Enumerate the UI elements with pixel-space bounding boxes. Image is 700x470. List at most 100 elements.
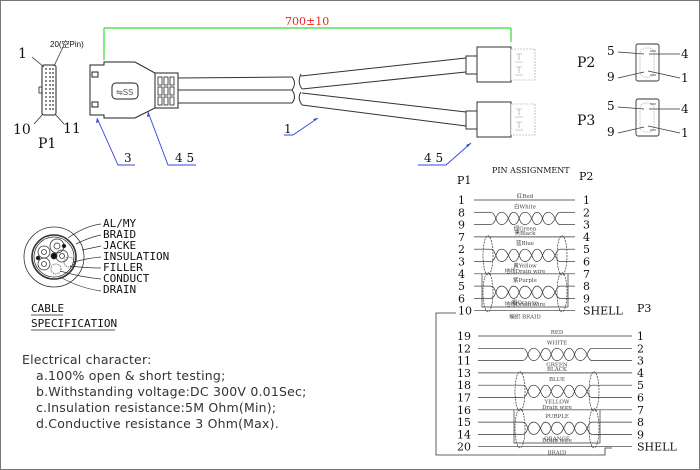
cable-layer-labels: AL/MY BRAID JACKE INSULATION FILLER COND… bbox=[103, 217, 169, 296]
grpA-twist-path bbox=[489, 248, 561, 262]
grpA-right-pin: 4 bbox=[583, 231, 590, 244]
grpB-right-pin: 7 bbox=[637, 404, 644, 417]
grpB-shield-ellipse bbox=[514, 371, 526, 412]
grpB-left-pin: 12 bbox=[457, 342, 471, 355]
layer-filler: FILLER bbox=[103, 261, 143, 274]
p3-plug bbox=[465, 101, 536, 138]
grpB-left-pin: 15 bbox=[457, 416, 471, 429]
layer-braid: BRAID bbox=[103, 228, 136, 241]
grpB-shield-ellipse bbox=[588, 371, 600, 412]
grpA-left-pin: 7 bbox=[458, 231, 465, 244]
cable-spec-title: CABLE SPECIFICATION bbox=[31, 302, 117, 331]
grpA-right-pin: 8 bbox=[583, 280, 590, 293]
electrical-item-c: c.Insulation resistance:5M Ohm(Min); bbox=[36, 400, 277, 415]
p2-pin-5: 5 bbox=[607, 44, 615, 58]
callout-4-5-right: 4 5 bbox=[424, 151, 443, 165]
cable-spec-title-line1: CABLE bbox=[31, 302, 64, 315]
grpB-left-pin: 17 bbox=[457, 392, 471, 405]
svg-text:⇋SS: ⇋SS bbox=[116, 88, 133, 97]
grpB-right-pin: 4 bbox=[637, 367, 644, 380]
grpA-right-pin: 3 bbox=[583, 219, 590, 232]
grpA-left-pin: 9 bbox=[458, 219, 465, 232]
p2-pin-4: 4 bbox=[681, 47, 689, 61]
callout-1: 1 bbox=[284, 122, 292, 136]
grpA-wire-label: 黑Black bbox=[515, 230, 537, 237]
cable-trunk bbox=[177, 73, 303, 106]
grpB-wire-label: Drain wire bbox=[542, 438, 572, 444]
cable-cross-section bbox=[23, 223, 102, 292]
grpA-shield-ellipse bbox=[556, 272, 568, 313]
grpA-wire-label: 地线Drain wire bbox=[505, 267, 546, 275]
grpB-twist-path bbox=[521, 421, 593, 435]
p1-pin-1-label: 1 bbox=[18, 46, 27, 62]
grpB-shield-ellipse bbox=[514, 408, 526, 449]
p2-label: P2 bbox=[577, 55, 595, 71]
grpA-left-pin: 1 bbox=[458, 194, 465, 207]
grpB-wire-label: Drain wire bbox=[542, 405, 572, 411]
grpB-left-pin: 19 bbox=[457, 330, 471, 343]
length-label: 700±10 bbox=[285, 15, 329, 28]
grpA-twist-path bbox=[489, 211, 561, 225]
grpB-right-pin: SHELL bbox=[637, 441, 677, 454]
grpB-right-pin: 6 bbox=[637, 392, 644, 405]
electrical-item-d: d.Conductive resistance 3 Ohm(Max). bbox=[36, 416, 279, 431]
grpA-wire-label: 编织 BRAID bbox=[509, 313, 541, 321]
electrical-item-b: b.Withstanding voltage:DC 300V 0.01Sec; bbox=[36, 384, 307, 399]
cable-spec-title-line2: SPECIFICATION bbox=[31, 317, 117, 330]
electrical-characteristics: Electrical character: a.100% open & shor… bbox=[22, 352, 307, 432]
p1-plug: ⇋SS bbox=[89, 61, 179, 119]
grpA-left-pin: 4 bbox=[458, 268, 465, 281]
grpB-wire-label: BLACK bbox=[547, 367, 568, 373]
electrical-title: Electrical character: bbox=[22, 352, 152, 367]
grpB-drain-bracket bbox=[513, 409, 601, 444]
p2-pin-1: 1 bbox=[681, 71, 689, 85]
layer-jacke: JACKE bbox=[103, 239, 136, 252]
grpA-right-pin: 6 bbox=[583, 256, 590, 269]
cable-branches bbox=[300, 57, 467, 127]
grpB-right-pin: 3 bbox=[637, 355, 644, 368]
grpA-left-pin: 8 bbox=[458, 206, 465, 219]
grpA-shield-ellipse bbox=[482, 235, 494, 276]
grpB-left-pin: 11 bbox=[457, 355, 471, 368]
shield-connector-line bbox=[435, 312, 612, 456]
layer-al-my: AL/MY bbox=[103, 217, 136, 230]
grpA-left-pin: 10 bbox=[458, 305, 472, 318]
grpA-wire-label: 蓝Blue bbox=[516, 239, 534, 247]
grpB-left-pin: 16 bbox=[457, 404, 471, 417]
pin-assignment-title: PIN ASSIGNMENT bbox=[492, 166, 570, 175]
grpB-wire-label: YELLOW bbox=[543, 400, 569, 406]
grpA-left-pin: 2 bbox=[458, 243, 465, 256]
p1-pin-20-label: 20(空Pin) bbox=[50, 39, 84, 49]
grpA-drain-bracket bbox=[481, 273, 569, 308]
grpB-wire-label: GREEN bbox=[546, 363, 568, 369]
grpA-left-pin: 3 bbox=[458, 256, 465, 269]
grpA-right-pin: 7 bbox=[583, 268, 590, 281]
dimension-line: 700±10 bbox=[103, 15, 512, 60]
grpB-wire-label: BRAID bbox=[548, 451, 567, 457]
grpA-right-pin: 2 bbox=[583, 206, 590, 219]
grpB-twist-path bbox=[521, 421, 593, 435]
p2-face: P2 5 4 9 1 bbox=[577, 43, 689, 85]
grpB-wire-label: ORANGE bbox=[544, 436, 570, 442]
grpA-wire-label: 橙Orange bbox=[512, 298, 538, 306]
grpB-wire-label: BLUE bbox=[549, 377, 565, 383]
grpA-wire-label: 红Red bbox=[517, 192, 534, 200]
p1-header: P1 bbox=[457, 174, 471, 187]
grpB-left-pin: 18 bbox=[457, 379, 471, 392]
p1-pinout: 1 20(空Pin) 10 11 P1 bbox=[13, 39, 84, 152]
grpB-right-pin: 9 bbox=[637, 428, 644, 441]
p2-pin-9: 9 bbox=[607, 70, 615, 84]
grpA-wire-label: 紫Purple bbox=[513, 277, 537, 284]
p1-pin-10-label: 10 bbox=[13, 122, 31, 138]
grpB-twist-path bbox=[521, 384, 593, 398]
grpB-right-pin: 5 bbox=[637, 379, 644, 392]
grpA-wire-label: 白White bbox=[514, 202, 536, 210]
p3-pin-1: 1 bbox=[681, 126, 689, 140]
p3-pin-4: 4 bbox=[681, 102, 689, 116]
usb3-logo-icon bbox=[111, 82, 139, 100]
grpA-twist-path bbox=[489, 211, 561, 225]
grpB-twist-path bbox=[521, 347, 593, 361]
grpA-left-pin: 6 bbox=[458, 292, 465, 305]
p1-pin-11-label: 11 bbox=[63, 121, 81, 137]
grpB-wire-label: PURPLE bbox=[545, 414, 569, 420]
